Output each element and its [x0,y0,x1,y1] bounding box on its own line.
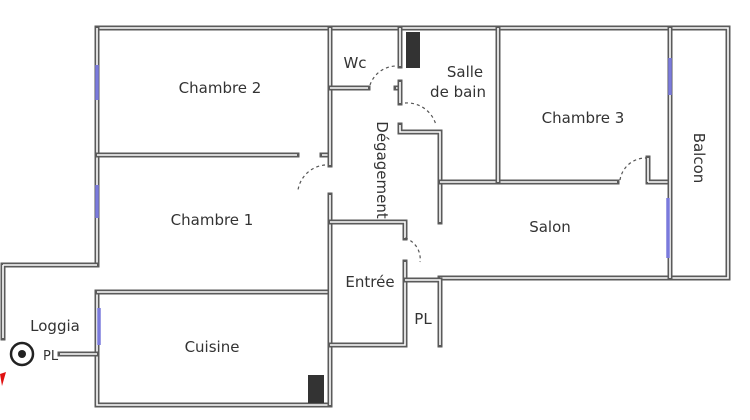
wall-segment [399,28,441,222]
doors [297,65,647,263]
room-cuisine: Cuisine [185,338,240,356]
room-chambre-2: Chambre 2 [179,79,262,97]
wall-segment [0,262,100,357]
room-chambre-1: Chambre 1 [171,211,254,229]
wall-segment [405,279,441,345]
windows [95,58,672,345]
duct-kitchen [308,375,324,403]
wall-segment [437,155,673,185]
duct-bathroom [406,32,420,68]
room-chambre-3: Chambre 3 [542,109,625,127]
wall-segment [440,158,670,183]
marker-icon [0,372,6,386]
room-wc: Wc [343,54,366,72]
room-loggia: Loggia [30,317,80,335]
walls [0,25,731,408]
wall-segment [330,221,406,346]
room-loggia-pl: PL [43,349,59,364]
room-degagement: Dégagement [373,121,391,219]
room-salle-de-bain-line1: Salle [447,63,483,81]
wall-segment [97,27,729,279]
room-salon: Salon [529,218,571,236]
wall-segment [2,264,97,355]
room-balcon: Balcon [690,133,708,184]
room-pl: PL [414,310,432,328]
room-entree: Entrée [345,273,394,291]
room-salle-de-bain-line2: de bain [430,83,486,101]
loggia-drain-icon [9,341,35,367]
